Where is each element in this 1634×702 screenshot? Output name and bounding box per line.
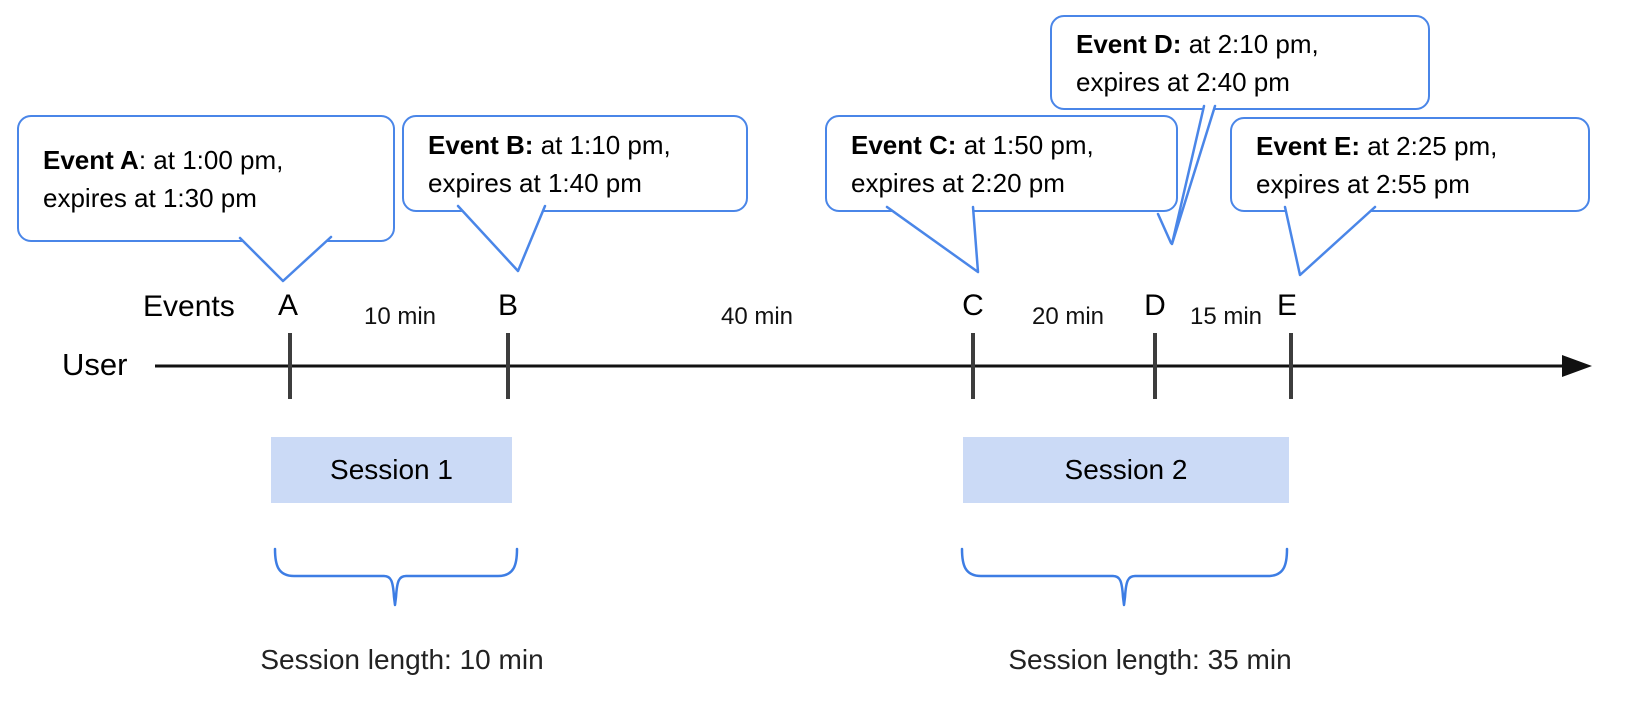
tick-label-d: D (1144, 289, 1166, 322)
event-d-time: at 2:10 pm, (1181, 28, 1319, 59)
interval-label-d-e: 15 min (1189, 303, 1263, 330)
bubble-text-line: Event D: at 2:10 pm, (1076, 25, 1420, 63)
session-2-box: Session 2 (963, 437, 1289, 503)
event-a-title: Event A (43, 144, 139, 175)
tick-label-b: B (497, 289, 519, 322)
tick-label-a: A (277, 289, 299, 322)
interval-label-b-c: 40 min (720, 303, 794, 330)
event-d-title: Event D: (1076, 28, 1182, 59)
event-b-time: at 1:10 pm, (533, 129, 671, 160)
event-a-time: : at 1:00 pm, (138, 144, 284, 175)
speech-bubble-event-c: Event C: at 1:50 pm, expires at 2:20 pm (825, 115, 1178, 212)
event-c-expiry: expires at 2:20 pm (851, 167, 1065, 198)
bubble-text-line: Event B: at 1:10 pm, (428, 126, 738, 164)
tick-label-c: C (962, 289, 984, 322)
speech-bubble-event-d: Event D: at 2:10 pm, expires at 2:40 pm (1050, 15, 1430, 110)
event-d-expiry: expires at 2:40 pm (1076, 66, 1290, 97)
bubble-text-line: Event C: at 1:50 pm, (851, 126, 1168, 164)
event-e-expiry: expires at 2:55 pm (1256, 168, 1470, 199)
session-2-length-label: Session length: 35 min (1008, 644, 1292, 675)
event-a-expiry: expires at 1:30 pm (43, 182, 257, 213)
event-c-title: Event C: (851, 129, 957, 160)
speech-bubble-event-a: Event A: at 1:00 pm, expires at 1:30 pm (17, 115, 395, 242)
session-1-brace (273, 547, 519, 607)
events-axis-label: Events (143, 290, 235, 323)
user-axis-label: User (62, 347, 128, 382)
speech-bubble-event-b: Event B: at 1:10 pm, expires at 1:40 pm (402, 115, 748, 212)
tick-label-e: E (1276, 289, 1298, 322)
bubble-text-line: Event E: at 2:25 pm, (1256, 127, 1580, 165)
session-2-brace (960, 547, 1289, 607)
session-1-length-label: Session length: 10 min (260, 644, 544, 675)
timeline-arrowhead-icon (1562, 355, 1592, 377)
speech-bubble-event-e: Event E: at 2:25 pm, expires at 2:55 pm (1230, 117, 1590, 212)
session-2-label: Session 2 (1064, 454, 1188, 485)
session-1-label: Session 1 (330, 454, 453, 485)
bubble-text-line: Event A: at 1:00 pm, (43, 141, 385, 179)
interval-label-c-d: 20 min (1031, 303, 1105, 330)
session-1-box: Session 1 (271, 437, 512, 503)
event-b-expiry: expires at 1:40 pm (428, 167, 642, 198)
event-e-time: at 2:25 pm, (1360, 130, 1498, 161)
event-e-title: Event E: (1256, 130, 1361, 161)
interval-label-a-b: 10 min (363, 303, 437, 330)
event-b-title: Event B: (428, 129, 534, 160)
event-c-time: at 1:50 pm, (956, 129, 1094, 160)
